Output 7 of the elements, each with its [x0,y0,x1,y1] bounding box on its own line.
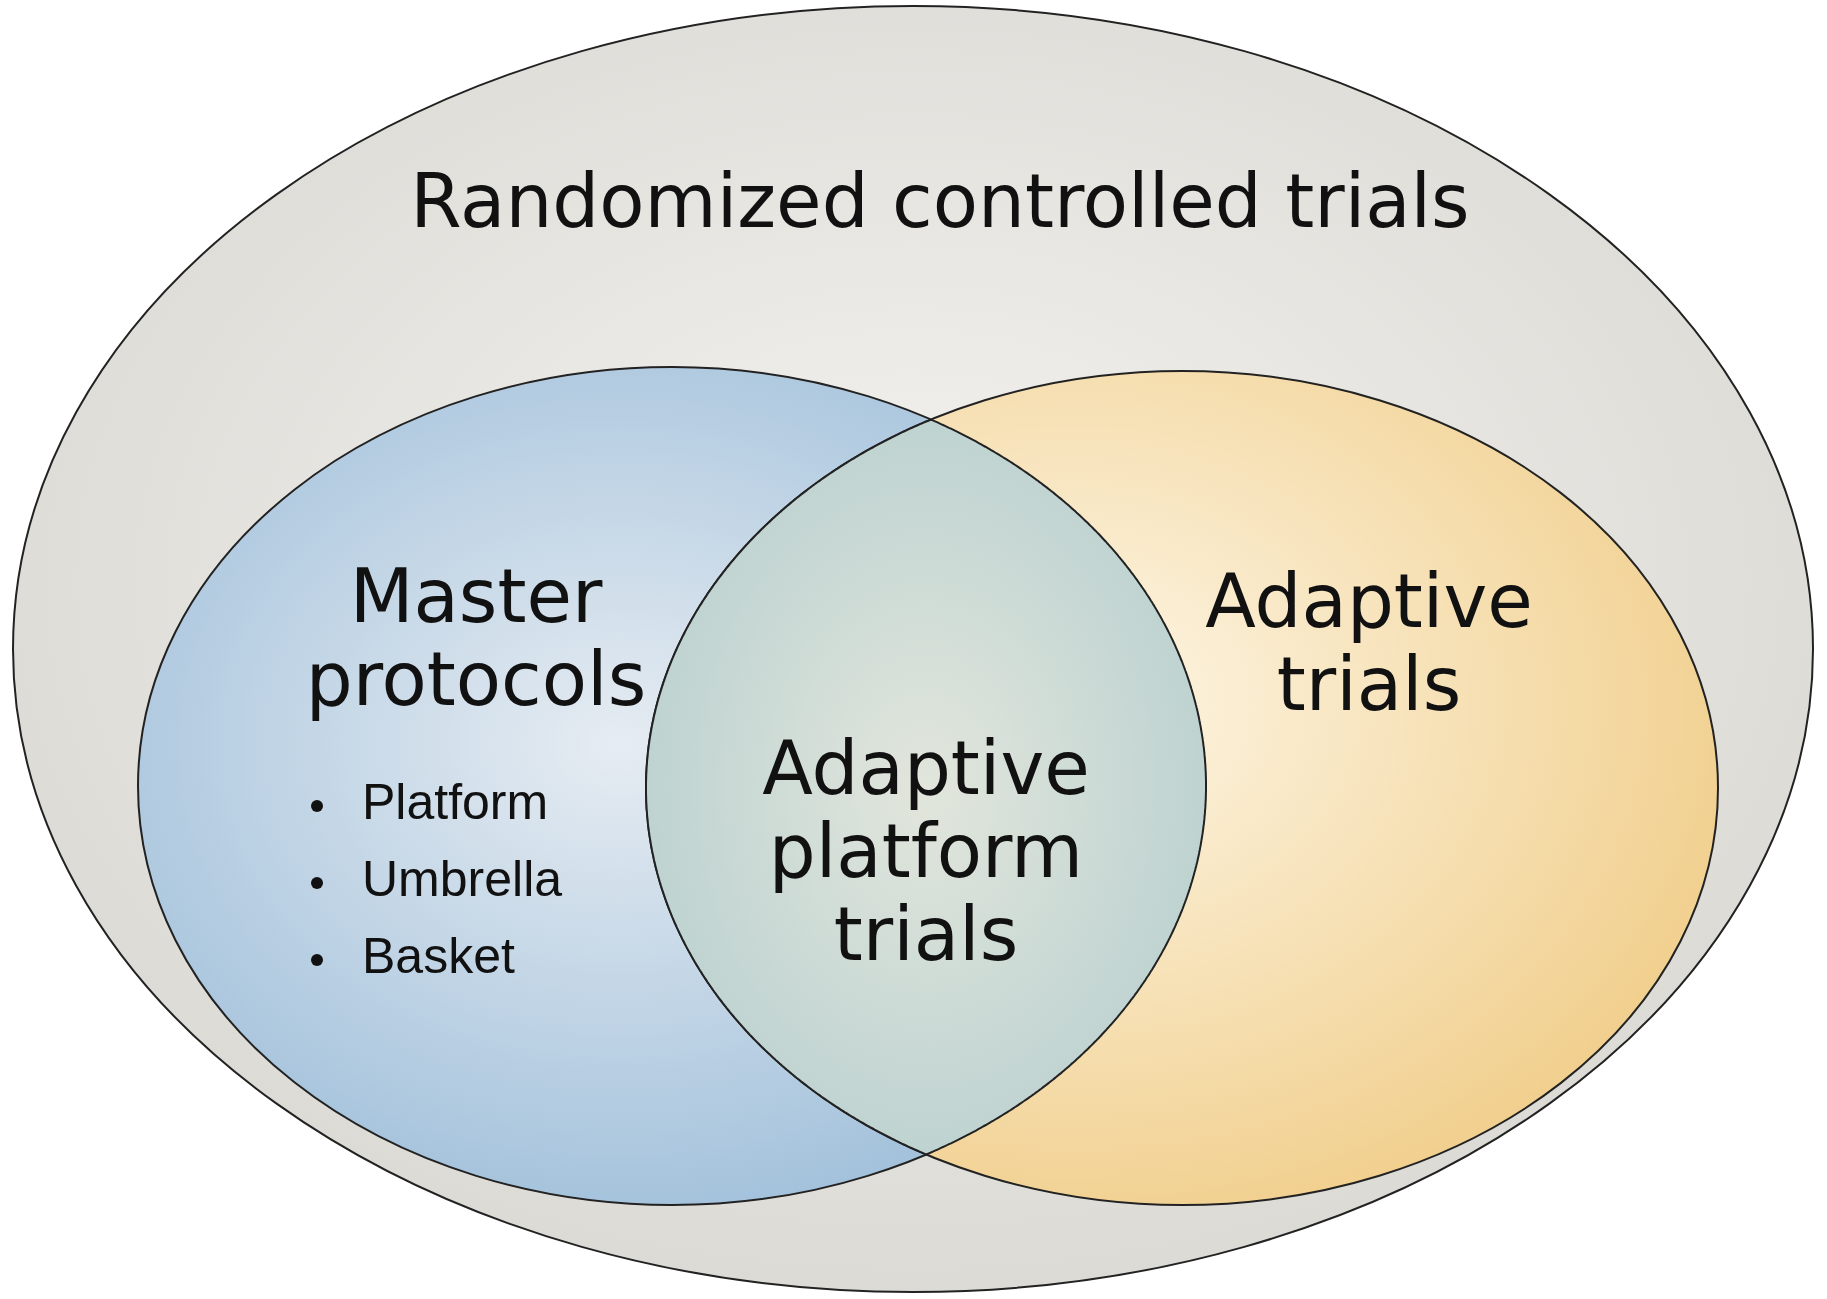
list-item: Umbrella [362,851,563,907]
set-label: Randomized controlled trials [409,160,1471,243]
set-label: Adaptive platform trials [761,727,1091,976]
set-label: Adaptive trials [1204,560,1534,726]
list-item: Basket [362,928,515,984]
set-label: Master protocols [304,555,648,721]
list-item: Platform [362,774,549,830]
